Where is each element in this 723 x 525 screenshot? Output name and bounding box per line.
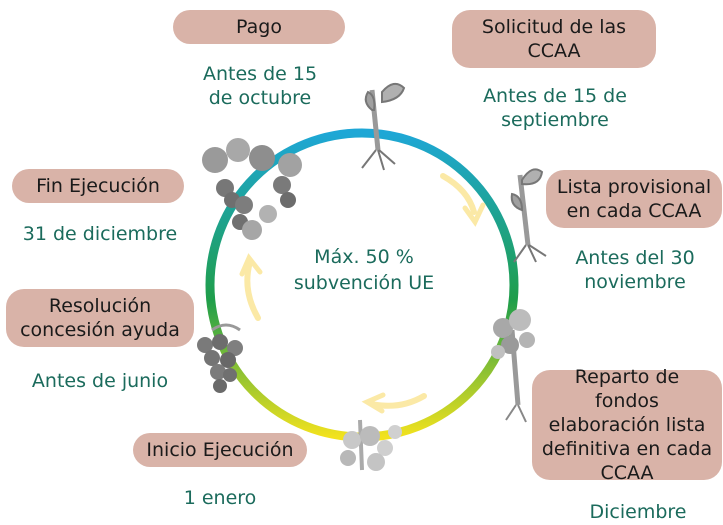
stage-date-solicitud: Antes de 15 de septiembre — [483, 85, 627, 131]
center-line-2: subvención UE — [293, 272, 435, 294]
flow-arrow — [361, 392, 427, 414]
center-line-1: Máx. 50 % — [314, 246, 414, 268]
flow-arrow — [239, 253, 263, 321]
vine-cutting-icon — [510, 168, 547, 263]
stage-label-pago: Pago — [173, 10, 345, 44]
stage-date-inicio: 1 enero — [183, 487, 257, 509]
grape-cluster-icon — [202, 138, 302, 240]
flow-arrow — [440, 173, 486, 227]
stage-label-lista-provisional: Lista provisional en cada CCAA — [546, 170, 722, 228]
vine-plant-icon — [491, 309, 535, 423]
stage-label-resolucion: Resolución concesión ayuda — [6, 289, 194, 347]
stage-label-reparto: Reparto de fondos elaboración lista defi… — [532, 366, 722, 484]
stage-label-inicio: Inicio Ejecución — [133, 433, 307, 467]
vine-plant-icon — [340, 419, 402, 471]
vine-cutting-icon — [361, 82, 406, 171]
stage-date-resolucion: Antes de junio — [31, 370, 169, 392]
stage-date-lista-provisional: Antes del 30 noviembre — [575, 247, 695, 293]
stage-label-fin: Fin Ejecución — [12, 169, 184, 203]
stage-label-solicitud: Solicitud de las CCAA — [452, 10, 656, 68]
stage-date-reparto: Diciembre — [589, 501, 687, 523]
stage-date-pago: Antes de 15 de octubre — [202, 63, 318, 109]
stage-date-fin: 31 de diciembre — [22, 223, 178, 245]
center-label: Máx. 50 % subvención UE — [280, 244, 448, 296]
grape-cluster-icon — [197, 323, 243, 393]
